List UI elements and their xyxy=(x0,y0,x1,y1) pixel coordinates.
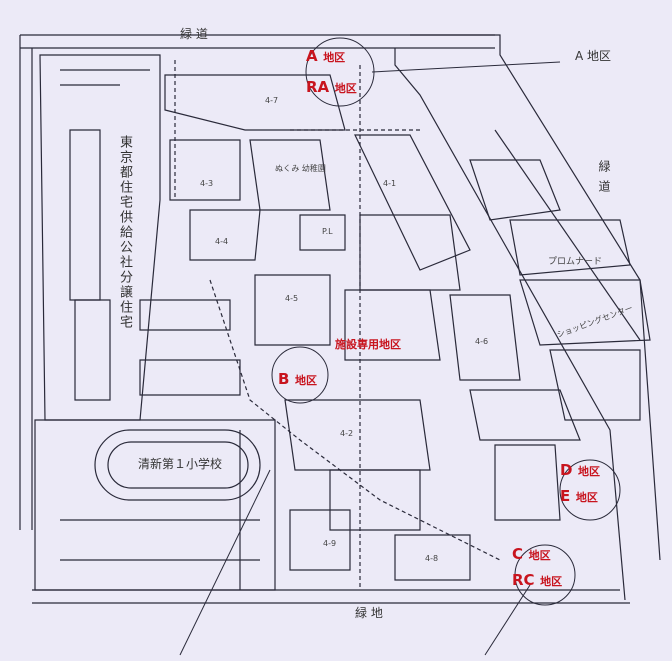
area-label-e: E 地区 xyxy=(560,488,598,504)
block-label: 4-1 xyxy=(383,179,397,188)
block-label: 4-4 xyxy=(215,237,229,246)
area-label-a: A 地区 xyxy=(306,48,345,64)
street-top-label: 緑 道 xyxy=(180,27,208,41)
area-code-d: D xyxy=(560,461,573,479)
housing-label: 東京都住宅供給公社分譲住宅 xyxy=(117,135,132,330)
block-label: 4-8 xyxy=(425,554,439,563)
area-code-rc: RC xyxy=(512,571,535,589)
block-label: 4-6 xyxy=(475,337,489,346)
street-right-label: 緑 道 xyxy=(597,160,611,194)
block-label: 4-5 xyxy=(285,294,299,303)
area-suffix-rc: 地区 xyxy=(540,575,563,588)
area-label-d: D 地区 xyxy=(560,462,600,478)
area-label-b: B 地区 xyxy=(278,371,317,387)
area-code-ra: RA xyxy=(306,78,330,96)
housing-block xyxy=(39,54,161,421)
arcade-building xyxy=(509,219,631,276)
shopping-center-building xyxy=(519,279,651,346)
area-code-b: B xyxy=(278,370,290,388)
area-suffix-ra: 地区 xyxy=(334,82,357,95)
area-suffix-b: 地区 xyxy=(295,374,318,387)
area-suffix-d: 地区 xyxy=(578,465,601,478)
callout-leader-a xyxy=(371,61,561,73)
area-label-ra: RA 地区 xyxy=(306,79,357,95)
callout-a-label: A 地区 xyxy=(575,49,612,63)
kindergarten-label: ぬくみ 幼稚園 xyxy=(275,164,326,173)
area-label-c: C 地区 xyxy=(512,546,551,562)
kindergarten-building xyxy=(249,139,331,211)
street-bottom-label: 緑 地 xyxy=(355,606,383,620)
school-label: 清新第１小学校 xyxy=(138,457,223,471)
school-track xyxy=(94,429,261,501)
block-label: 4-7 xyxy=(265,96,279,105)
area-suffix-a: 地区 xyxy=(323,51,346,64)
area-label-facility: 施設専用地区 xyxy=(335,338,401,351)
block-label: 4-2 xyxy=(340,429,354,438)
area-label-rc: RC 地区 xyxy=(512,572,562,588)
school-grounds xyxy=(34,419,276,591)
right-diagonal-road xyxy=(394,48,626,601)
block-label: 4-9 xyxy=(323,539,337,548)
area-code-e: E xyxy=(560,487,571,505)
block-label: 4-3 xyxy=(200,179,214,188)
area-code-c: C xyxy=(512,545,524,563)
area-suffix-c: 地区 xyxy=(528,549,551,562)
arcade-label: プロムナード xyxy=(548,257,603,267)
pl-label: P.L xyxy=(322,227,333,236)
area-code-a: A xyxy=(306,47,318,65)
area-suffix-e: 地区 xyxy=(575,491,598,504)
